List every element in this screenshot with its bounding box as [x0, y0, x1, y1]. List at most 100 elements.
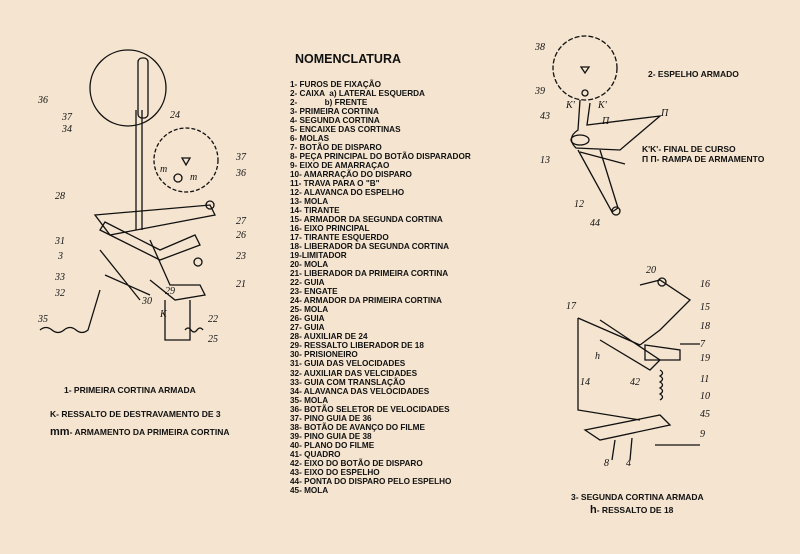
nomenclature-item: 2- CAIXA a) LATERAL ESQUERDA: [290, 89, 425, 99]
svg-text:25: 25: [208, 334, 218, 345]
nomenclature-item: 38- BOTÃO DE AVANÇO DO FILME: [290, 422, 425, 432]
svg-text:38: 38: [534, 42, 545, 53]
nomenclature-item: 37- PINO GUIA DE 36: [290, 413, 372, 423]
nomenclature-item: 31- GUIA DAS VELOCIDADES: [290, 359, 406, 369]
svg-text:34: 34: [61, 124, 72, 135]
svg-text:Π: Π: [601, 116, 610, 127]
svg-text:20: 20: [646, 265, 656, 276]
nomenclature-item: 17- TIRANTE ESQUERDO: [290, 233, 389, 243]
svg-text:31: 31: [54, 236, 65, 247]
svg-text:16: 16: [700, 279, 710, 290]
svg-text:17: 17: [566, 301, 577, 312]
figure-1-drawing: [39, 49, 219, 341]
nomenclature-item: 33- GUIA COM TRANSLAÇÃO: [290, 377, 406, 387]
nomenclature-item: 5- ENCAIXE DAS CORTINAS: [290, 125, 401, 135]
nomenclature-item: 41- QUADRO: [290, 449, 341, 459]
svg-text:22: 22: [208, 314, 218, 325]
svg-text:h: h: [595, 351, 600, 362]
svg-text:21: 21: [236, 279, 246, 290]
nomenclature-item: 10- AMARRAÇÃO DO DISPARO: [290, 170, 412, 180]
nomenclature-item: 1- FUROS DE FIXAÇÃO: [290, 80, 381, 89]
svg-text:24: 24: [170, 110, 180, 121]
nomenclature-item: 19-LIMITADOR: [290, 251, 347, 261]
svg-text:36: 36: [37, 95, 48, 106]
nomenclature-item: 15- ARMADOR DA SEGUNDA CORTINA: [290, 215, 443, 225]
nomenclature-item: 34- ALAVANCA DAS VELOCIDADES: [290, 386, 430, 396]
svg-text:32: 32: [54, 288, 65, 299]
note-key: K: [50, 409, 57, 419]
figure-1-note-mm: mm- ARMAMENTO DA PRIMEIRA CORTINA: [50, 426, 229, 438]
svg-text:19: 19: [700, 353, 710, 364]
note-key: h: [590, 504, 597, 516]
figure-1-callouts: 36 37 34 24 m m 37 36 28 27 31 26 3 23 3…: [37, 95, 247, 345]
svg-text:K': K': [565, 100, 576, 111]
nomenclature-item: 18- LIBERADOR DA SEGUNDA CORTINA: [290, 242, 450, 252]
svg-text:m: m: [190, 172, 197, 183]
svg-text:37: 37: [61, 112, 73, 123]
figure-1-caption: 1- PRIMEIRA CORTINA ARMADA: [64, 385, 196, 395]
nomenclature-item: 30- PRISIONEIRO: [290, 350, 358, 360]
svg-text:26: 26: [236, 230, 246, 241]
svg-text:33: 33: [54, 272, 65, 283]
nomenclature-item: 42- EIXO DO BOTÃO DE DISPARO: [290, 458, 423, 468]
nomenclature-item: 11- TRAVA PARA O "B": [290, 179, 380, 189]
svg-text:Π: Π: [660, 108, 669, 119]
nomenclature-item: 20- MOLA: [290, 260, 329, 270]
svg-text:15: 15: [700, 302, 710, 313]
svg-text:39: 39: [534, 86, 545, 97]
svg-text:3: 3: [57, 251, 63, 262]
svg-text:44: 44: [590, 218, 600, 229]
figure-2-caption: 2- ESPELHO ARMADO: [648, 69, 739, 79]
nomenclature-item: 6- MOLAS: [290, 134, 330, 144]
note-key: mm: [50, 426, 70, 438]
nomenclature-item: 2- b) FRENTE: [290, 98, 368, 108]
nomenclature-item: 28- AUXILIAR DE 24: [290, 332, 368, 342]
note-text: - RESSALTO DE 18: [596, 505, 674, 515]
figure-3-callouts: 20 16 15 17 18 7 h 19 42 14 11 10 45 9 8…: [566, 265, 710, 469]
svg-text:4: 4: [626, 458, 631, 469]
note-text: - RESSALTO DE DESTRAVAMENTO DE 3: [56, 409, 221, 419]
svg-text:42: 42: [630, 377, 640, 388]
note-text: - ARMAMENTO DA PRIMEIRA CORTINA: [69, 427, 230, 437]
svg-text:35: 35: [37, 314, 48, 325]
figure-3-note-h: h- RESSALTO DE 18: [590, 504, 673, 516]
nomenclature-item: 24- ARMADOR DA PRIMEIRA CORTINA: [290, 296, 442, 306]
nomenclature-item: 29- RESSALTO LIBERADOR DE 18: [290, 341, 424, 351]
nomenclature-item: 39- PINO GUIA DE 38: [290, 431, 372, 441]
nomenclature-item: 16- EIXO PRINCIPAL: [290, 224, 370, 234]
nomenclature-item: 35- MOLA: [290, 395, 329, 405]
svg-text:23: 23: [236, 251, 246, 262]
svg-text:9: 9: [700, 429, 705, 440]
nomenclature-item: 36- BOTÃO SELETOR DE VELOCIDADES: [290, 404, 450, 414]
film-advance-dial: [552, 35, 618, 101]
svg-text:8: 8: [604, 458, 609, 469]
svg-text:K': K': [597, 100, 608, 111]
speed-selector-dial: [89, 49, 167, 127]
svg-text:7: 7: [700, 339, 706, 350]
figure-3-drawing: [577, 277, 700, 461]
nomenclature-item: 43- EIXO DO ESPELHO: [290, 467, 380, 477]
nomenclature-item: 25- MOLA: [290, 305, 329, 315]
nomenclature-item: 12- ALAVANCA DO ESPELHO: [290, 188, 405, 198]
svg-text:37: 37: [235, 152, 247, 163]
nomenclature-item: 13- MOLA: [290, 197, 329, 207]
figure-2-drawing: [552, 35, 663, 216]
film-advance-dial: [153, 127, 219, 193]
nomenclature-item: 14- TIRANTE: [290, 206, 340, 216]
svg-text:45: 45: [700, 409, 710, 420]
nomenclature-item: 40- PLANO DO FILME: [290, 440, 375, 450]
nomenclature-item: 23- ENGATE: [290, 287, 338, 297]
nomenclature-item: 45- MOLA: [290, 485, 329, 495]
note-key: Π Π: [642, 154, 657, 164]
nomenclature-item: 44- PONTA DO DISPARO PELO ESPELHO: [290, 476, 452, 486]
svg-text:14: 14: [580, 377, 590, 388]
nomenclature-item: 8- PEÇA PRINCIPAL DO BOTÃO DISPARADOR: [290, 152, 471, 162]
nomenclature-item: 3- PRIMEIRA CORTINA: [290, 107, 379, 117]
nomenclature-item: 21- LIBERADOR DA PRIMEIRA CORTINA: [290, 269, 449, 279]
svg-text:43: 43: [540, 111, 550, 122]
nomenclature-title: NOMENCLATURA: [295, 52, 402, 66]
figure-2-note-k: K'K'- FINAL DE CURSO: [642, 144, 736, 154]
figure-1-note-k: K- RESSALTO DE DESTRAVAMENTO DE 3: [50, 409, 221, 419]
